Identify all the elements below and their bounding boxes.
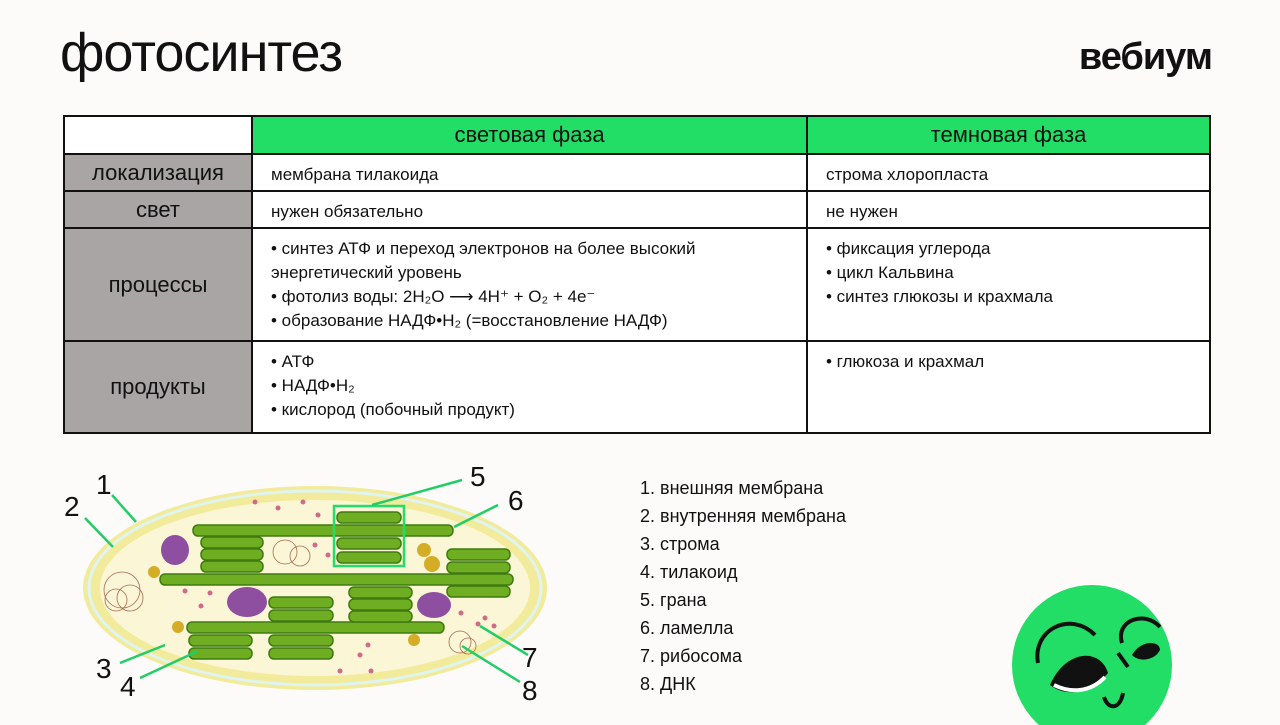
row-label: локализация <box>63 153 253 192</box>
list-item: • фотолиз воды: 2H₂O ⟶ 4H⁺ + O₂ + 4e⁻ <box>271 287 596 306</box>
table-row: продукты • АТФ • НАДФ•H₂ • кислород (поб… <box>63 340 1211 434</box>
legend-item: 2. внутренняя мембрана <box>640 506 846 526</box>
cell: • синтез АТФ и переход электронов на бол… <box>251 227 808 342</box>
list-item: • синтез глюкозы и крахмала <box>826 287 1053 306</box>
diagram-labels: 1 2 3 4 5 6 7 8 <box>64 461 538 706</box>
diagram-label: 3 <box>96 653 112 684</box>
legend-item: 4. тилакоид <box>640 562 738 582</box>
list-item: • АТФ <box>271 352 315 371</box>
cell: • АТФ • НАДФ•H₂ • кислород (побочный про… <box>251 340 808 434</box>
legend-item: 8. ДНК <box>640 674 696 694</box>
list-item: • цикл Кальвина <box>826 263 954 282</box>
diagram-label: 2 <box>64 491 80 522</box>
brand-logo: вебиум <box>1078 36 1213 78</box>
diagram-label: 1 <box>96 469 112 500</box>
list-item: • НАДФ•H₂ <box>271 376 355 395</box>
diagram-label: 5 <box>470 461 486 492</box>
legend-item: 6. ламелла <box>640 618 734 638</box>
cell: мембрана тилакоида <box>251 153 808 192</box>
cell: • глюкоза и крахмал <box>806 340 1211 434</box>
page-title: фотосинтез <box>60 23 343 83</box>
legend-item: 5. грана <box>640 590 707 610</box>
cell: нужен обязательно <box>251 190 808 229</box>
list-item: • синтез АТФ и переход электронов на бол… <box>271 239 696 282</box>
cell: не нужен <box>806 190 1211 229</box>
table-row: свет нужен обязательно не нужен <box>63 190 1211 229</box>
lipid-droplets <box>148 543 440 646</box>
cell: • фиксация углерода • цикл Кальвина • си… <box>806 227 1211 342</box>
inner-membrane <box>87 489 543 687</box>
diagram-label: 8 <box>522 675 538 706</box>
diagram-label: 6 <box>508 485 524 516</box>
table-row: процессы • синтез АТФ и переход электрон… <box>63 227 1211 342</box>
list-item: • кислород (побочный продукт) <box>271 400 515 419</box>
pointer-lines <box>84 478 529 684</box>
cell: строма хлоропласта <box>806 153 1211 192</box>
legend-item: 1. внешняя мембрана <box>640 478 824 498</box>
mascot-face-icon <box>1012 585 1172 725</box>
row-label: продукты <box>63 340 253 434</box>
thylakoids <box>159 511 514 660</box>
grana-highlight <box>332 504 406 568</box>
diagram-label: 4 <box>120 671 136 702</box>
starch-grains <box>161 535 451 618</box>
header-empty <box>63 115 253 155</box>
table-header-row: световая фаза темновая фаза <box>63 115 1211 155</box>
diagram-legend: 1. внешняя мембрана 2. внутренняя мембра… <box>640 474 846 698</box>
ribosomes <box>182 499 497 674</box>
legend-item: 7. рибосома <box>640 646 742 666</box>
list-item: • образование НАДФ•H₂ (=восстановление Н… <box>271 311 668 330</box>
legend-item: 3. строма <box>640 534 720 554</box>
list-item: • глюкоза и крахмал <box>826 352 985 371</box>
row-label: свет <box>63 190 253 229</box>
dna-loops <box>103 539 477 655</box>
chloroplast-diagram: 1 2 3 4 5 6 7 8 <box>64 461 547 706</box>
header-light-phase: световая фаза <box>251 115 808 155</box>
header-dark-phase: темновая фаза <box>806 115 1211 155</box>
diagram-label: 7 <box>522 642 538 673</box>
row-label: процессы <box>63 227 253 342</box>
table-row: локализация мембрана тилакоида строма хл… <box>63 153 1211 192</box>
list-item: • фиксация углерода <box>826 239 991 258</box>
comparison-table: световая фаза темновая фаза локализация … <box>63 115 1211 434</box>
